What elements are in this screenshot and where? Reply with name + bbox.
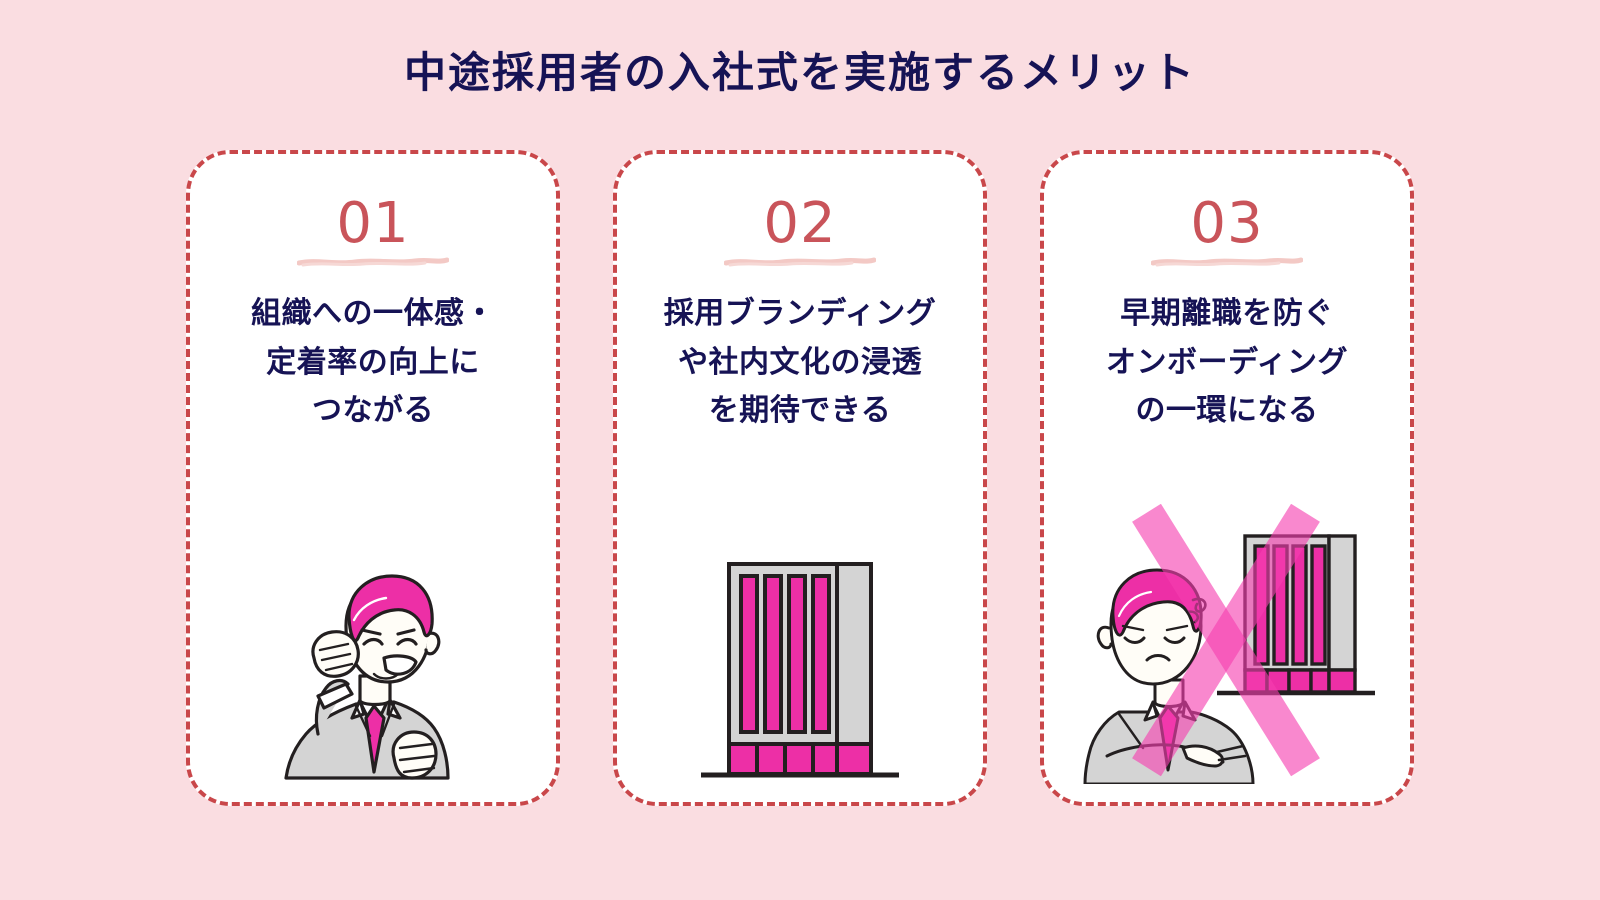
card-3-heading: 早期離職を防ぐ オンボーディング の一環になる: [1067, 290, 1387, 436]
card-2-line-2: や社内文化の浸透: [678, 345, 922, 379]
brush-underline-icon: [297, 257, 449, 267]
benefit-card-3: 03 早期離職を防ぐ オンボーディング の一環になる: [1040, 150, 1414, 806]
cross-mark-icon: [1132, 504, 1320, 777]
office-building-icon: [701, 562, 899, 778]
benefit-cards-row: 01 組織への一体感・ 定着率の向上に つながる: [186, 150, 1414, 806]
card-2-number-group: 02: [617, 196, 983, 272]
card-1-number: 01: [336, 191, 410, 256]
card-1-line-3: つながる: [312, 394, 434, 428]
card-2-number: 02: [763, 191, 837, 256]
confident-businessman-icon: [284, 574, 450, 780]
card-2-heading: 採用ブランディング や社内文化の浸透 を期待できる: [640, 290, 960, 436]
benefit-card-1: 01 組織への一体感・ 定着率の向上に つながる: [186, 150, 560, 806]
brush-underline-icon: [724, 257, 876, 267]
card-1-illustration: [190, 504, 556, 784]
card-1-line-1: 組織への一体感・: [251, 297, 495, 330]
card-1-line-2: 定着率の向上に: [266, 345, 480, 379]
card-3-number: 03: [1190, 191, 1264, 256]
card-3-number-group: 03: [1044, 196, 1410, 272]
card-2-illustration: [617, 504, 983, 784]
benefit-card-2: 02 採用ブランディング や社内文化の浸透 を期待できる: [613, 150, 987, 806]
card-1-heading: 組織への一体感・ 定着率の向上に つながる: [213, 290, 533, 436]
card-2-line-1: 採用ブランディング: [663, 297, 937, 330]
card-3-line-3: の一環になる: [1135, 394, 1319, 428]
card-3-illustration: [1044, 504, 1410, 784]
brush-underline-icon: [1151, 257, 1303, 267]
card-2-line-3: を期待できる: [708, 394, 892, 428]
card-3-line-2: オンボーディング: [1106, 345, 1348, 379]
sad-employee-leaving-building-icon: [1083, 504, 1375, 784]
card-3-line-1: 早期離職を防ぐ: [1120, 297, 1334, 330]
page-title: 中途採用者の入社式を実施するメリット: [403, 49, 1196, 96]
card-1-number-group: 01: [190, 196, 556, 272]
